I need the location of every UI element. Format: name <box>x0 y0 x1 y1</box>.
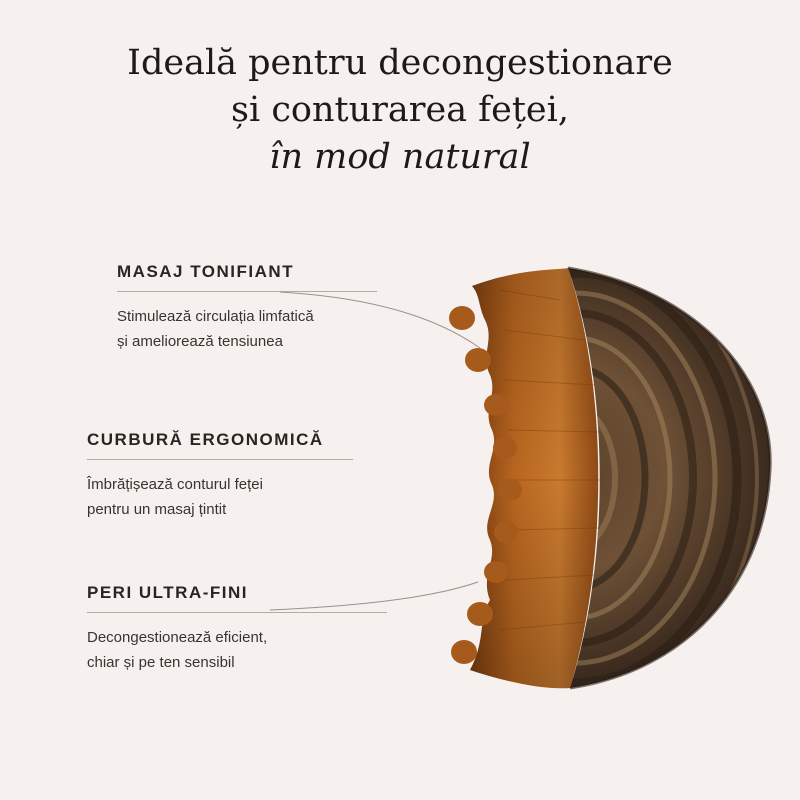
connector-line <box>279 291 481 349</box>
connector-line <box>269 581 479 611</box>
feature-description-line: și ameliorează tensiunea <box>117 333 283 350</box>
feature-title: CURBURĂ ERGONOMICĂ <box>87 430 353 460</box>
feature-ultra-fine-bristles: PERI ULTRA-FINI Decongestionează eficien… <box>87 583 387 675</box>
feature-ergonomic-curve: CURBURĂ ERGONOMICĂ Îmbrățișează conturul… <box>87 430 353 522</box>
headline: Ideală pentru decongestionare și contura… <box>0 40 800 181</box>
feature-description-line: Îmbrățișează conturul feței <box>87 476 263 493</box>
feature-description-line: pentru un masaj țintit <box>87 501 227 518</box>
headline-line-2: și conturarea feței, <box>231 90 569 130</box>
bristle-head <box>449 268 602 689</box>
feature-description-line: Stimulează circulația limfatică <box>117 308 314 325</box>
headline-line-3: în mod natural <box>269 137 531 177</box>
headline-line-1: Ideală pentru decongestionare <box>127 43 673 83</box>
feature-description: Decongestionează eficient, chiar și pe t… <box>87 625 387 675</box>
feature-description-line: Decongestionează eficient, <box>87 629 268 646</box>
feature-description: Îmbrățișează conturul feței pentru un ma… <box>87 472 353 522</box>
feature-description: Stimulează circulația limfatică și ameli… <box>117 304 377 354</box>
feature-description-line: chiar și pe ten sensibil <box>87 654 235 671</box>
feature-toning-massage: MASAJ TONIFIANT Stimulează circulația li… <box>117 262 377 354</box>
feature-title: PERI ULTRA-FINI <box>87 583 387 613</box>
feature-title: MASAJ TONIFIANT <box>117 262 377 292</box>
